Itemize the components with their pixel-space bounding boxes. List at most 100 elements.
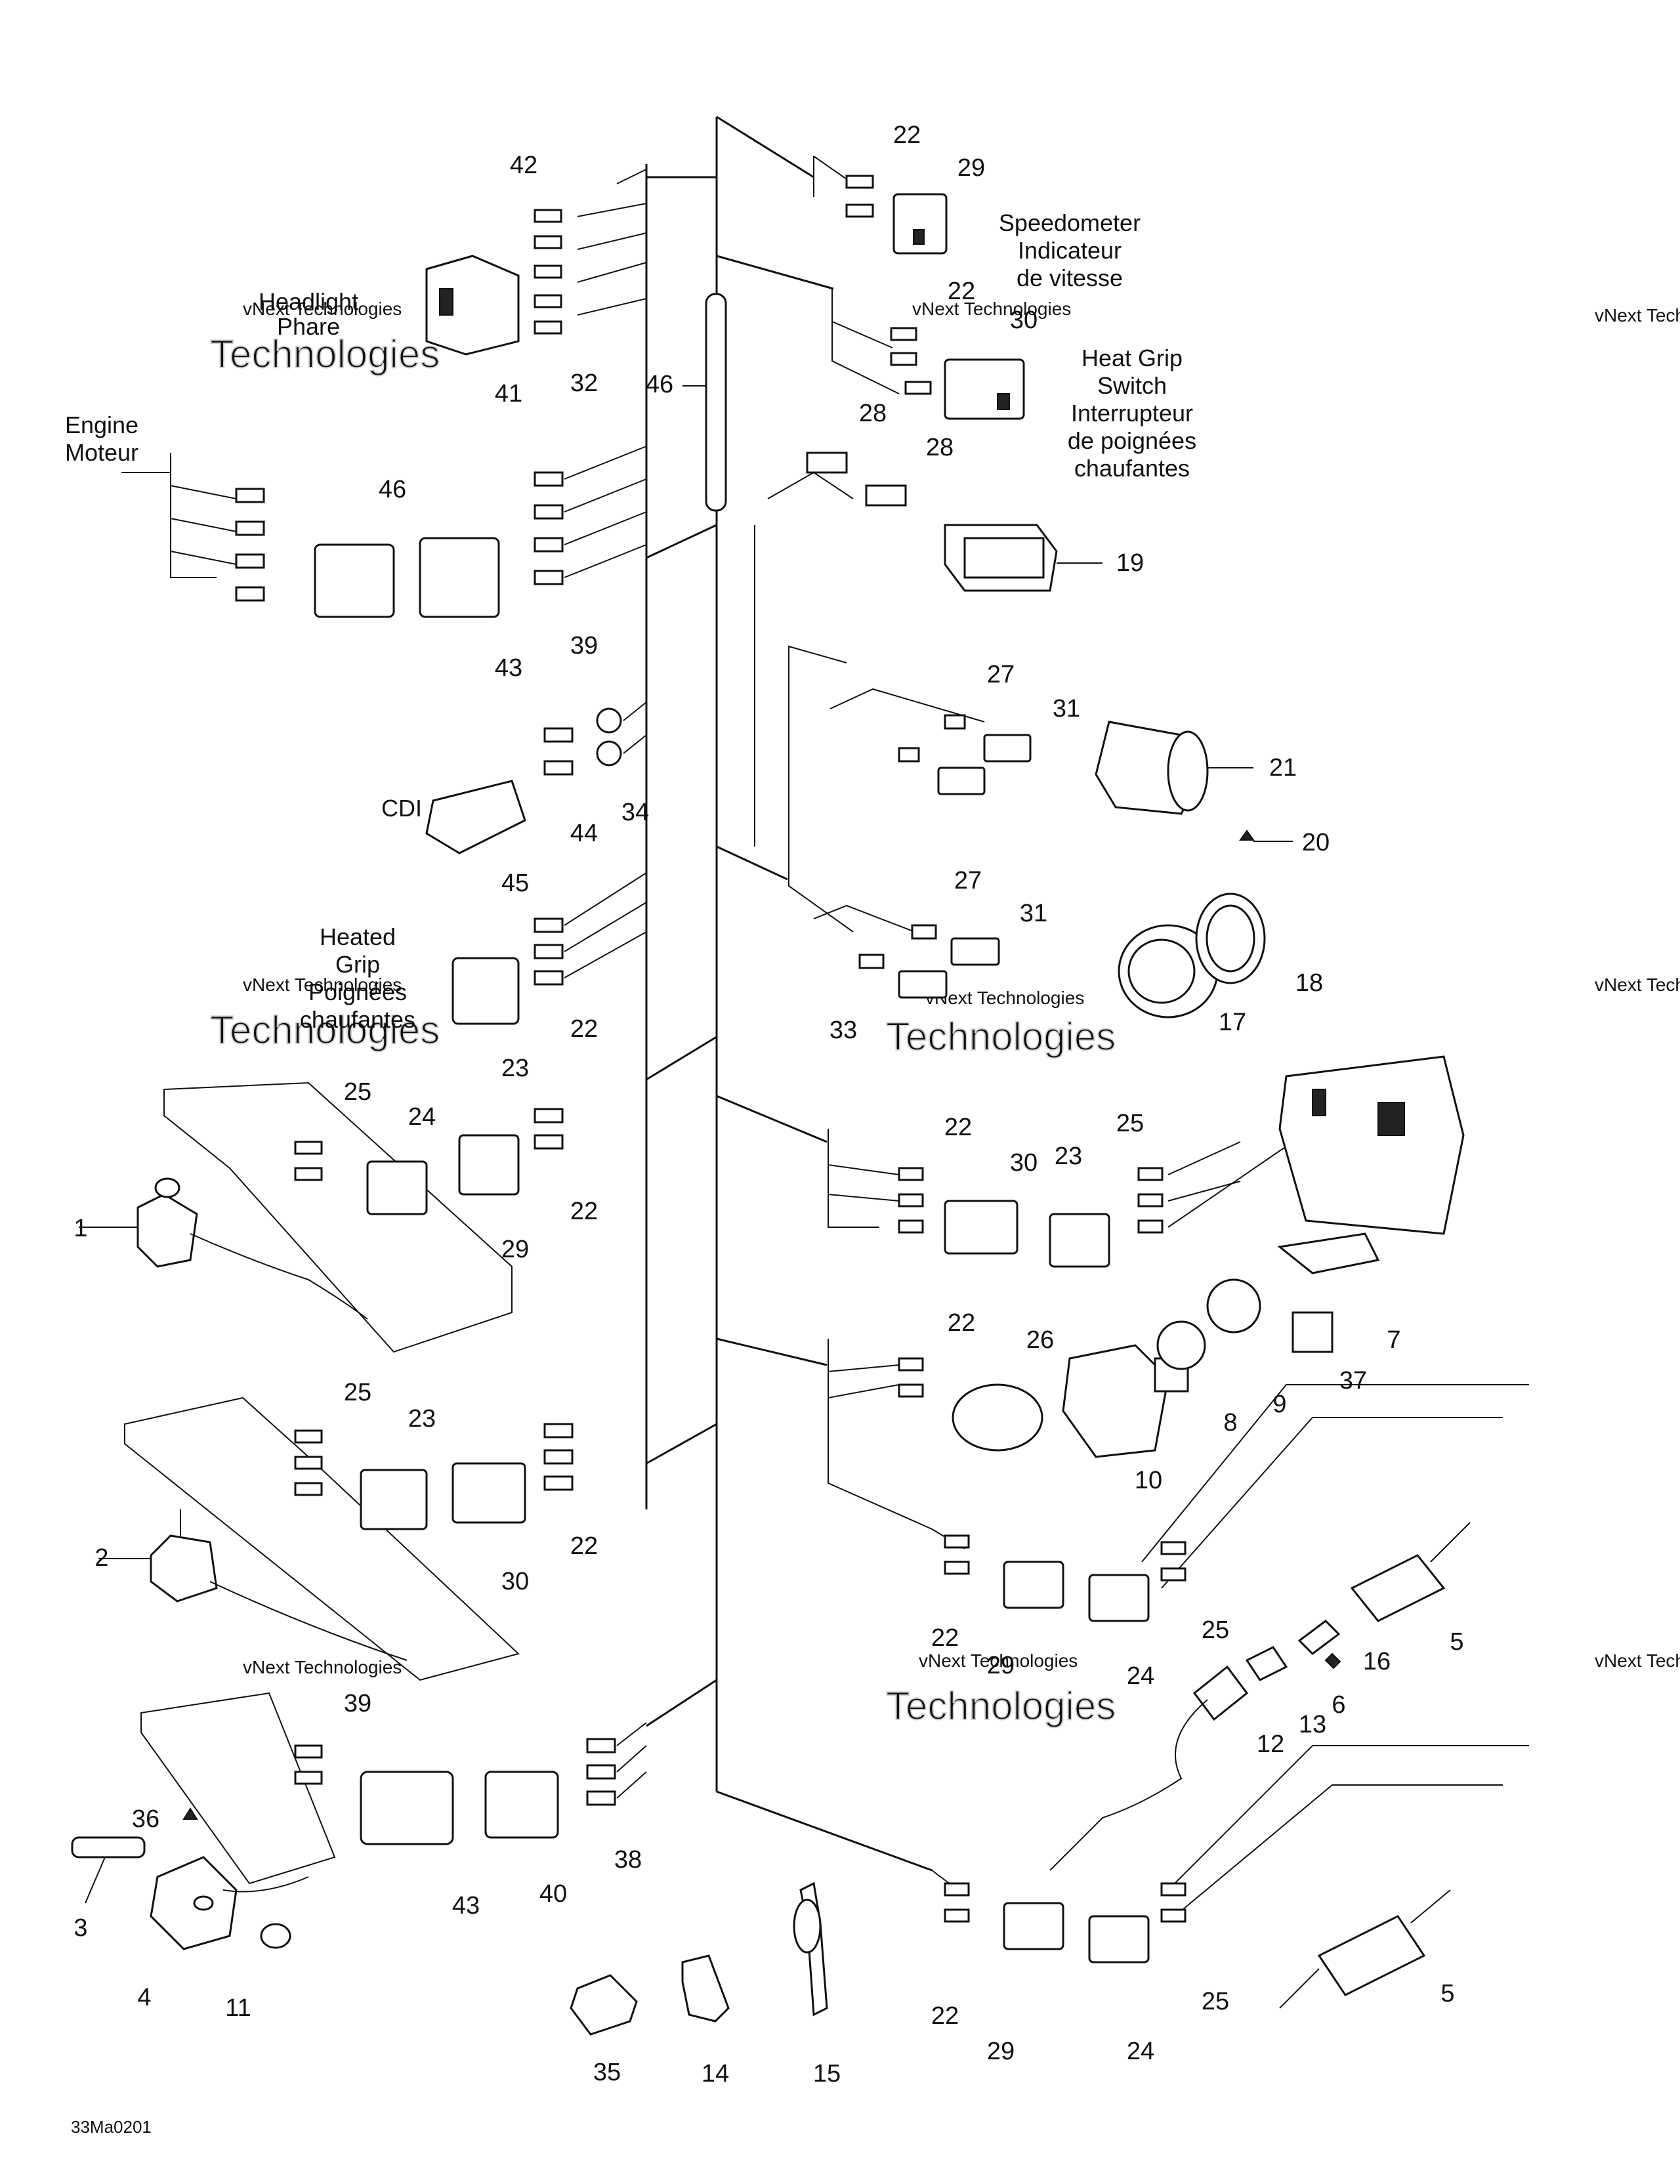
watermark-text: vNext Technologies: [243, 1657, 402, 1677]
switch-4-group: [71, 1692, 647, 1950]
harness-trunk: [577, 116, 933, 1872]
watermark-text: vNext Technologies: [919, 1650, 1078, 1671]
callout: 36: [132, 1805, 159, 1833]
callout: 25: [344, 1379, 371, 1406]
callout: 39: [344, 1690, 371, 1717]
callout: 20: [1302, 829, 1330, 856]
callout: 30: [1010, 1149, 1038, 1177]
callout: 23: [501, 1055, 529, 1082]
label-poignees: Poignées: [308, 978, 407, 1005]
watermark-text: Technologies: [210, 1008, 440, 1052]
label-de-vitesse: de vitesse: [1017, 264, 1123, 291]
sensor-21-harness: [788, 645, 1253, 860]
label-grip: Grip: [335, 951, 380, 978]
callout: 22: [948, 1309, 975, 1337]
callout: 34: [621, 799, 649, 826]
heated-grip-connector-group: [452, 872, 647, 1025]
callout: 2: [94, 1544, 108, 1572]
sensor-17-harness: [788, 830, 1293, 1018]
watermark-text: vNext Technologies: [243, 975, 402, 995]
callout: 5: [1440, 1980, 1454, 2007]
watermark-text: vNext Technologies: [925, 988, 1084, 1008]
callout: 45: [501, 870, 529, 897]
label-switch: Switch: [1097, 372, 1167, 399]
callout: 40: [539, 1880, 567, 1908]
label-speedometer: Speedometer: [999, 209, 1141, 236]
callout: 22: [570, 1015, 598, 1043]
callout: 22: [948, 278, 975, 305]
heater-element-upper: [931, 1384, 1529, 1871]
switch-2-group: [98, 1396, 574, 1681]
watermark-text: vNext Technologies: [1595, 305, 1680, 326]
callout: 25: [1202, 1988, 1229, 2015]
callout: 22: [931, 2002, 959, 2030]
callout: 3: [74, 1914, 87, 1942]
callout: 24: [1127, 1662, 1154, 1690]
cdi-connector-group: [425, 702, 647, 854]
callout: 1: [74, 1215, 87, 1242]
callout: 8: [1223, 1409, 1237, 1437]
watermark-layer: vNext Technologies Technologies vNext Te…: [209, 299, 1680, 1729]
watermark-text: vNext Technologies: [912, 299, 1071, 319]
label-engine: Engine: [65, 411, 138, 438]
callout: 9: [1272, 1391, 1286, 1418]
callout: 22: [570, 1198, 598, 1225]
figure-code: 33Ma0201: [71, 2117, 152, 2137]
group-labels: Headlight Phare Speedometer Indicateur d…: [65, 209, 1196, 1033]
label-cdi: CDI: [381, 795, 422, 822]
callout: 29: [501, 1236, 529, 1263]
callout: 7: [1387, 1326, 1400, 1354]
callout: 19: [1116, 549, 1144, 577]
callout: 5: [1450, 1628, 1463, 1656]
callout: 26: [1026, 1326, 1054, 1354]
callout: 43: [452, 1892, 480, 1920]
watermark-text: vNext Technologies: [1595, 1650, 1680, 1671]
callout: 22: [944, 1114, 972, 1141]
label-headlight: Headlight: [259, 288, 358, 315]
callout: 31: [1053, 695, 1080, 723]
callout: 22: [570, 1532, 598, 1560]
callout: 46: [646, 371, 673, 398]
callout-numbers: 22 29 42 22 30 46 41 32 28 28 46 19 43 3…: [74, 121, 1463, 2088]
watermark-text: vNext Technologies: [243, 299, 402, 319]
callout: 28: [859, 400, 887, 427]
label-heated: Heated: [320, 923, 396, 950]
callout: 15: [813, 2060, 841, 2088]
heat-grip-switch-connector-group: [831, 289, 1025, 420]
callout: 13: [1299, 1711, 1326, 1738]
watermark-text: Technologies: [886, 1684, 1116, 1728]
sleeve-46: [682, 293, 727, 512]
callout: 30: [501, 1568, 529, 1595]
heater-element-lower: [931, 1745, 1529, 2009]
callout: 17: [1219, 1009, 1246, 1036]
callout: 30: [1010, 306, 1038, 334]
callout: 10: [1135, 1467, 1162, 1494]
label-indicateur: Indicateur: [1018, 237, 1122, 264]
label-interrupteur: Interrupteur: [1071, 400, 1193, 427]
watermark-text: Technologies: [886, 1015, 1116, 1059]
engine-connector-group: [121, 446, 647, 618]
callout: 18: [1295, 969, 1323, 997]
callout: 21: [1269, 754, 1297, 782]
callout: 12: [1257, 1731, 1284, 1758]
label-phare: Phare: [277, 313, 340, 340]
key-switch-group: [828, 1232, 1380, 1530]
callout: 41: [495, 380, 522, 408]
callout: 27: [954, 867, 982, 894]
watermark-text: Technologies: [210, 332, 440, 376]
callout: 33: [830, 1017, 857, 1044]
label-de-poignees: de poignées: [1068, 427, 1196, 454]
taillight-connector-group: [828, 1055, 1465, 1268]
callout: 25: [1116, 1110, 1144, 1137]
callout: 23: [408, 1405, 436, 1433]
callout: 6: [1332, 1691, 1345, 1719]
callout: 28: [926, 434, 954, 461]
callout: 32: [570, 369, 598, 397]
switch-19: [944, 524, 1102, 592]
callout: 29: [987, 2038, 1015, 2065]
callout: 29: [957, 154, 985, 182]
callout: 39: [570, 632, 598, 660]
callout: 23: [1055, 1143, 1082, 1170]
label-chaufantes-grip: chaufantes: [300, 1006, 415, 1033]
